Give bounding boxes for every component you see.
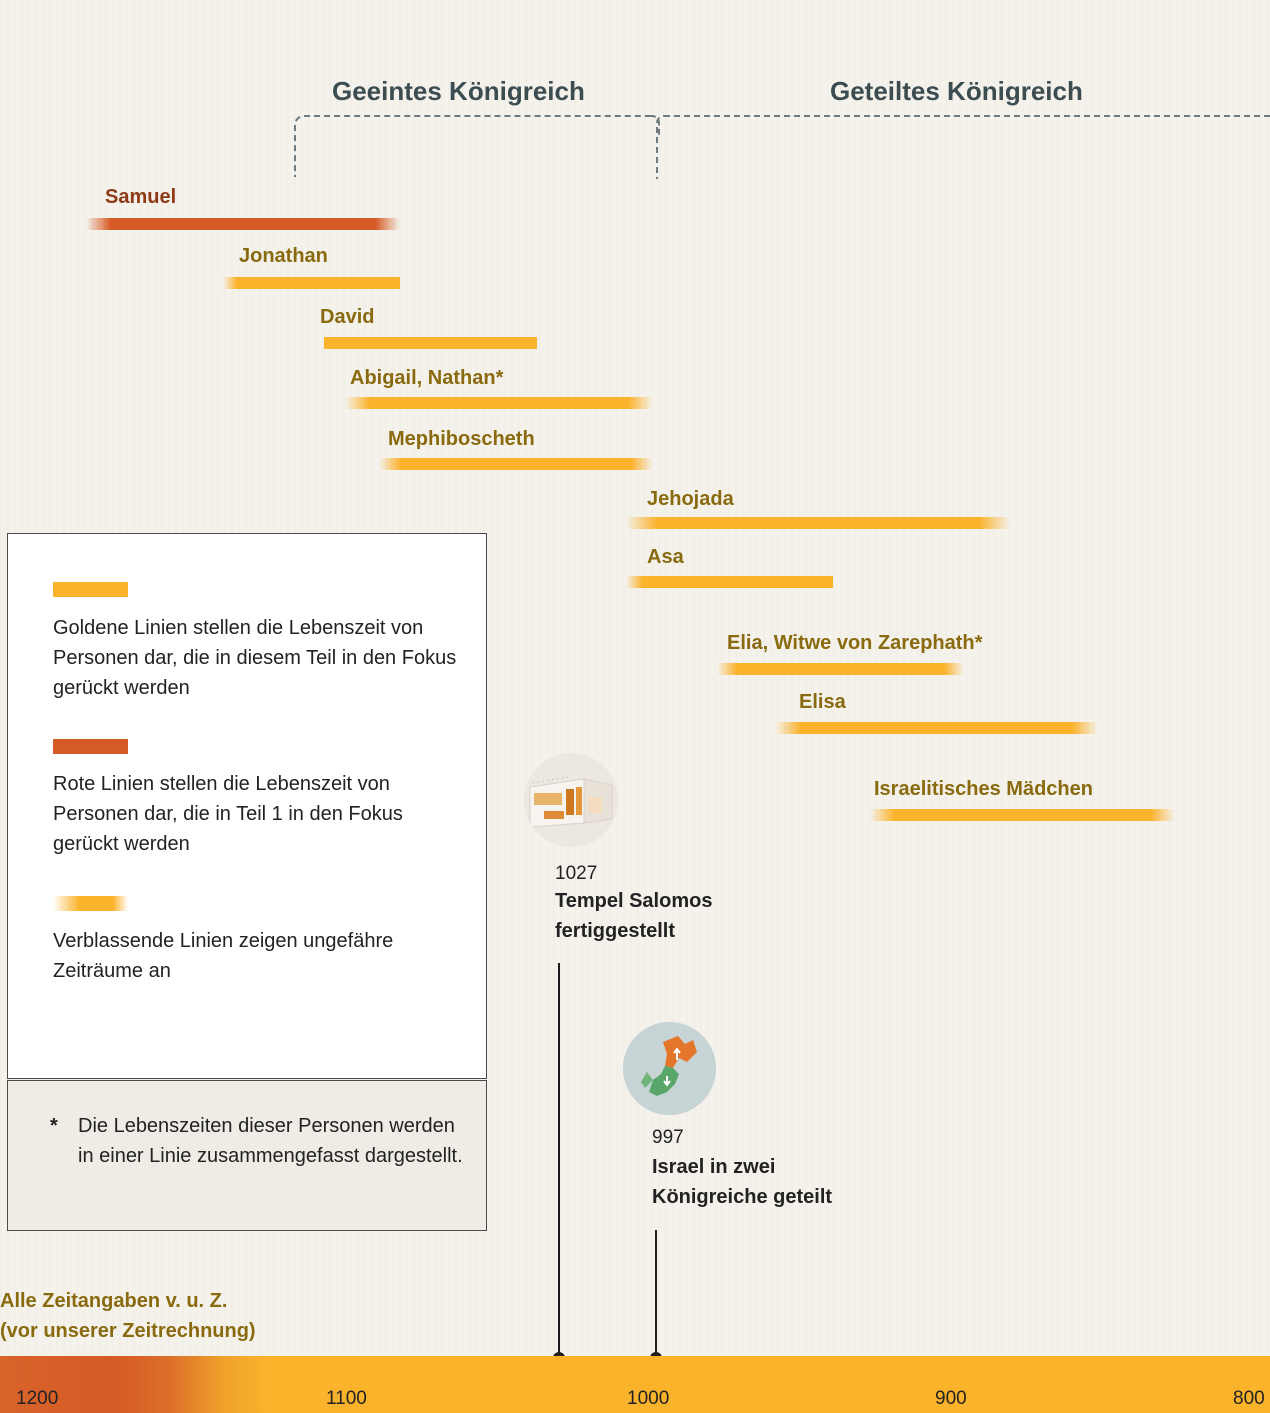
all-dates-note: Alle Zeitangaben v. u. Z. (vor unserer Z…	[0, 1286, 256, 1346]
event-year-temple: 1027	[555, 863, 598, 884]
person-label-elisa: Elisa	[799, 691, 846, 713]
person-label-abigail-nathan: Abigail, Nathan*	[350, 367, 504, 389]
person-label-asa: Asa	[647, 546, 684, 568]
lifespan-bar-2	[323, 337, 538, 349]
map-icon	[623, 1022, 716, 1115]
legend-swatch-gold	[53, 582, 128, 597]
legend-text-gold: Goldene Linien stellen die Lebenszeit vo…	[53, 617, 457, 699]
event-line-division	[655, 1230, 657, 1356]
period-label-united: Geeintes Königreich	[332, 76, 585, 106]
person-label-israelitisches-maedchen: Israelitisches Mädchen	[874, 778, 1093, 800]
axis-tick-800: 800	[1233, 1388, 1265, 1409]
footnote-text: Die Lebenszeiten dieser Personen werden …	[78, 1115, 463, 1167]
lifespan-bar-3	[345, 397, 654, 409]
person-label-jonathan: Jonathan	[239, 245, 328, 267]
event-year-division: 997	[652, 1127, 684, 1148]
footnote-box: * Die Lebenszeiten dieser Personen werde…	[7, 1080, 487, 1231]
lifespan-bar-5	[625, 517, 1010, 529]
legend-text-fade: Verblassende Linien zeigen ungefähre Zei…	[53, 930, 394, 982]
all-dates-line2: (vor unserer Zeitrechnung)	[0, 1320, 256, 1342]
all-dates-line1: Alle Zeitangaben v. u. Z.	[0, 1290, 228, 1312]
timeline-axis	[0, 1356, 1270, 1413]
lifespan-bar-8	[775, 722, 1099, 734]
axis-tick-1000: 1000	[627, 1388, 670, 1409]
lifespan-bar-0	[85, 218, 400, 230]
lifespan-bar-9	[869, 809, 1175, 821]
event-title-division: Israel in zwei Königreiche geteilt	[652, 1156, 833, 1208]
person-label-mephiboscheth: Mephiboscheth	[388, 428, 535, 450]
period-label-divided: Geteiltes Königreich	[830, 76, 1083, 106]
legend-swatch-red	[53, 739, 128, 754]
axis-tick-1100: 1100	[326, 1388, 367, 1409]
person-label-samuel: Samuel	[105, 186, 177, 208]
lifespan-bar-1	[223, 277, 400, 289]
legend-swatch-fade	[53, 896, 128, 911]
axis-tick-1200: 1200	[16, 1388, 59, 1409]
legend-text-red: Rote Linien stellen die Lebenszeit von P…	[53, 773, 403, 855]
footnote-asterisk: *	[50, 1115, 58, 1137]
legend-box: Goldene Linien stellen die Lebenszeit vo…	[7, 533, 487, 1079]
lifespan-bar-4	[378, 458, 654, 470]
person-label-jehojada: Jehojada	[647, 488, 734, 510]
lifespan-bar-7	[717, 663, 965, 675]
temple-icon	[524, 753, 618, 847]
lifespan-bar-6	[625, 576, 833, 588]
event-line-temple	[558, 963, 560, 1356]
person-label-david: David	[320, 306, 375, 328]
person-label-elia-witwe: Elia, Witwe von Zarephath*	[727, 632, 983, 654]
event-title-temple: Tempel Salomos fertiggestellt	[555, 890, 713, 942]
axis-tick-900: 900	[935, 1388, 967, 1409]
